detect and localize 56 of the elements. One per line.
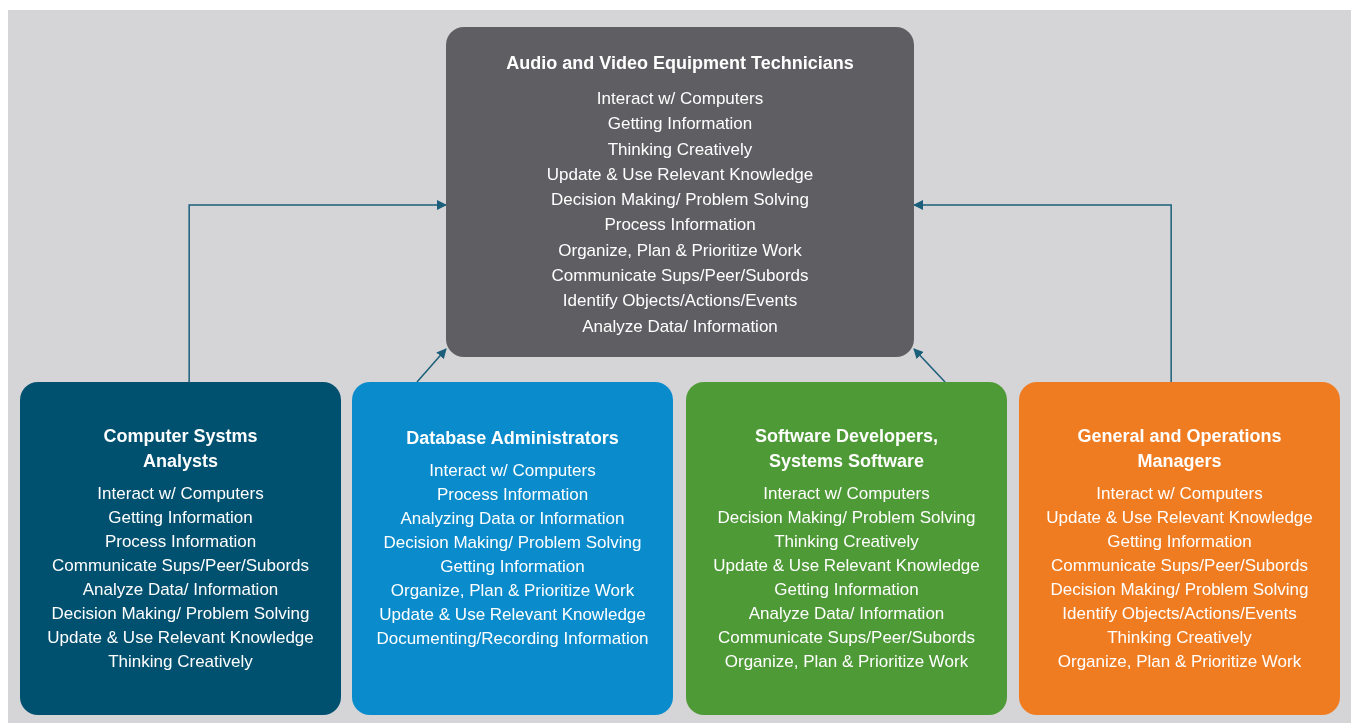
role-title: Database Administrators (406, 427, 619, 450)
role-box (686, 382, 1007, 715)
skill-text: Getting Information (1107, 530, 1252, 553)
skill-text: Interact w/ Computers (1096, 482, 1263, 505)
skill-text: Analyze Data/ Information (748, 602, 945, 625)
role-box (446, 27, 914, 357)
skill-text: Update & Use Relevant Knowledge (47, 626, 314, 649)
skill-text: Analyzing Data or Information (400, 508, 625, 530)
skill-text: Interact w/ Computers (763, 482, 930, 505)
arrow (913, 200, 1172, 383)
skill-text: Process Information (104, 530, 257, 553)
role-title: General and Operations Managers (1076, 424, 1283, 473)
skill-text: Interact w/ Computers (596, 88, 764, 110)
skill-text: Communicate Sups/Peer/Subords (551, 265, 809, 288)
skill-text: Thinking Creatively (774, 530, 919, 553)
skill-text: Decision Making/ Problem Solving (1050, 578, 1309, 601)
arrow (188, 200, 447, 383)
skill-text: Identify Objects/Actions/Events (1062, 602, 1297, 625)
skill-text: Update & Use Relevant Knowledge (1046, 506, 1313, 529)
skill-text: Identify Objects/Actions/Events (562, 290, 798, 313)
skill-text: Decision Making/ Problem Solving (51, 602, 310, 625)
skill-text: Organize, Plan & Prioritize Work (558, 239, 802, 262)
role-box (1019, 382, 1340, 715)
role-box (352, 382, 673, 715)
skill-text: Update & Use Relevant Knowledge (713, 554, 980, 577)
skill-text: Communicate Sups/Peer/Subords (718, 626, 975, 649)
skill-text: Decision Making/ Problem Solving (551, 189, 809, 212)
skill-text: Organize, Plan & Prioritize Work (1057, 650, 1302, 673)
skill-text: Process Information (436, 484, 589, 506)
skill-text: Update & Use Relevant Knowledge (546, 163, 814, 186)
skill-text: Documenting/Recording Information (376, 628, 649, 650)
skill-text: Update & Use Relevant Knowledge (379, 604, 646, 626)
skill-text: Getting Information (774, 578, 919, 601)
skill-text: Organize, Plan & Prioritize Work (390, 580, 635, 602)
skill-text: Organize, Plan & Prioritize Work (724, 650, 969, 673)
skill-text: Thinking Creatively (607, 138, 753, 161)
skill-text: Communicate Sups/Peer/Subords (1051, 554, 1308, 577)
skill-text: Analyze Data/ Information (82, 578, 279, 601)
skill-text: Decision Making/ Problem Solving (383, 532, 642, 554)
skill-text: Interact w/ Computers (429, 460, 596, 482)
role-title: Software Developers, Systems Software (753, 424, 940, 473)
skill-text: Communicate Sups/Peer/Subords (52, 554, 309, 577)
skill-text: Analyze Data/ Information (582, 315, 778, 338)
skill-text: Interact w/ Computers (97, 482, 264, 505)
skill-text: Thinking Creatively (1107, 626, 1252, 649)
skill-text: Getting Information (607, 113, 753, 136)
role-title: Computer Systms Analysts (102, 424, 259, 473)
role-title: Audio and Video Equipment Technicians (506, 52, 854, 75)
skill-text: Thinking Creatively (108, 650, 253, 673)
skill-text: Getting Information (440, 556, 585, 578)
role-box (20, 382, 341, 715)
skill-text: Process Information (604, 214, 756, 237)
skill-text: Decision Making/ Problem Solving (717, 506, 976, 529)
arrow (416, 348, 447, 383)
skill-text: Getting Information (108, 506, 253, 529)
arrow (913, 348, 946, 383)
